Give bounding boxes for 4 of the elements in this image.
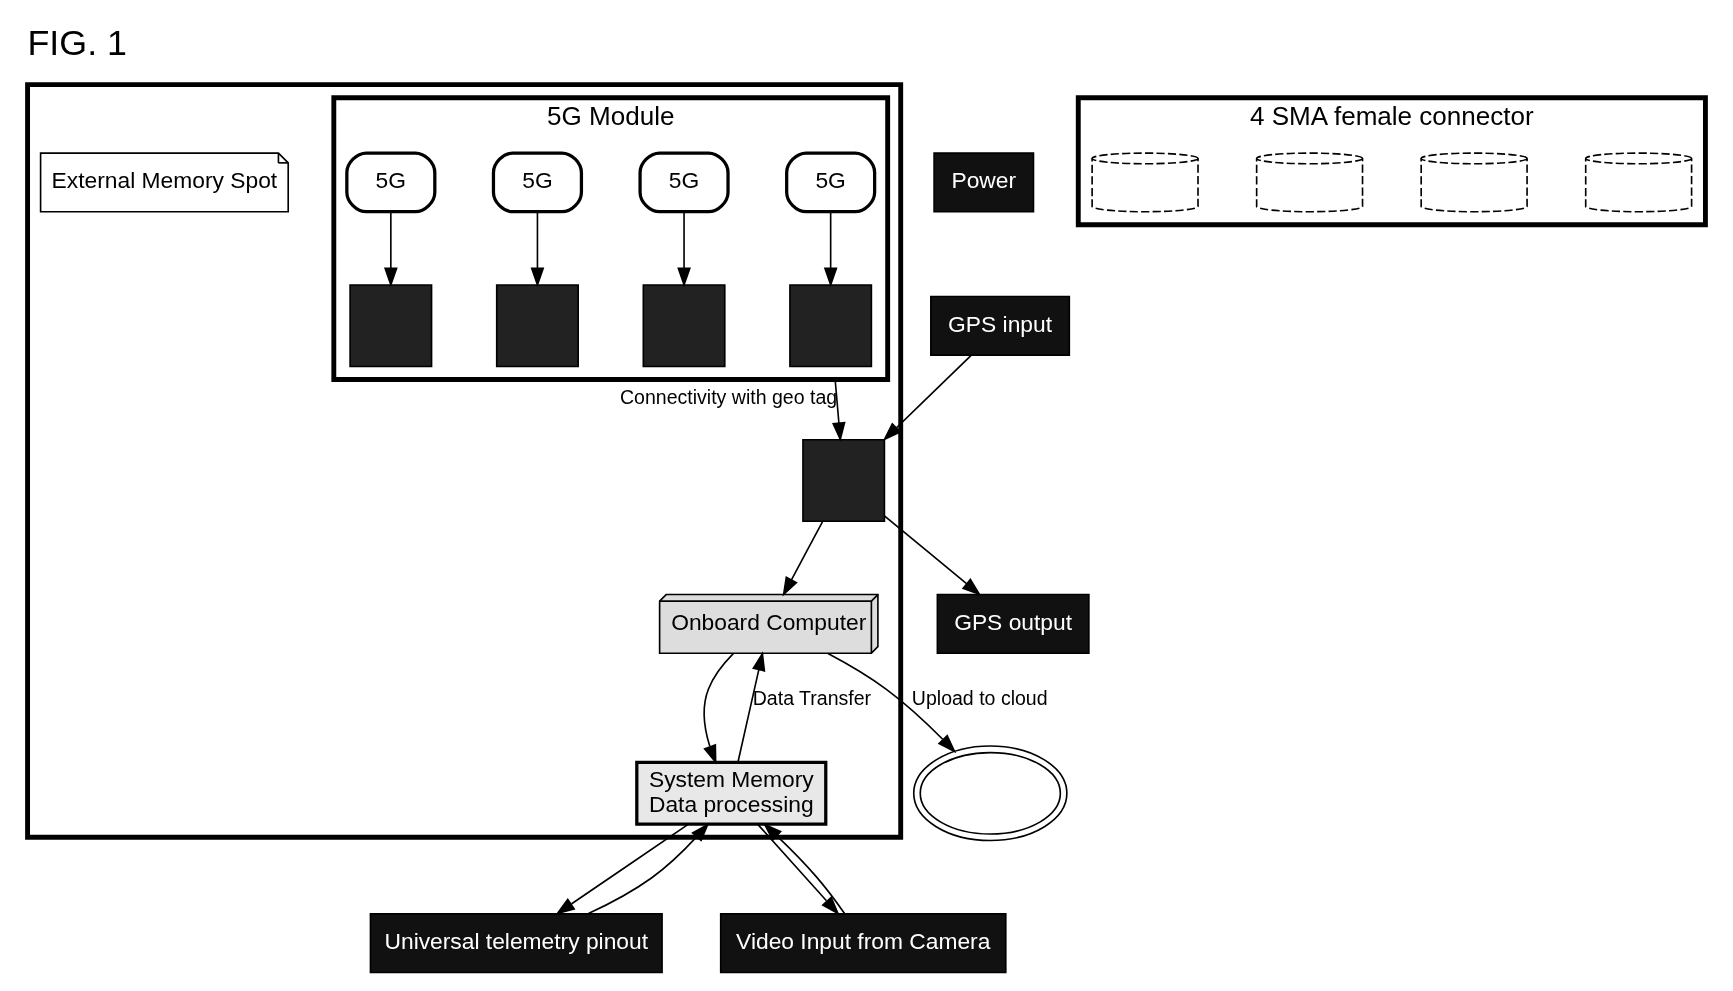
edge-label: Upload to cloud xyxy=(911,686,1048,709)
edge-label: Data Transfer xyxy=(752,686,872,709)
diagram-title: FIG. 1 xyxy=(27,22,128,63)
edge-label: Connectivity with geo tag xyxy=(620,385,838,408)
